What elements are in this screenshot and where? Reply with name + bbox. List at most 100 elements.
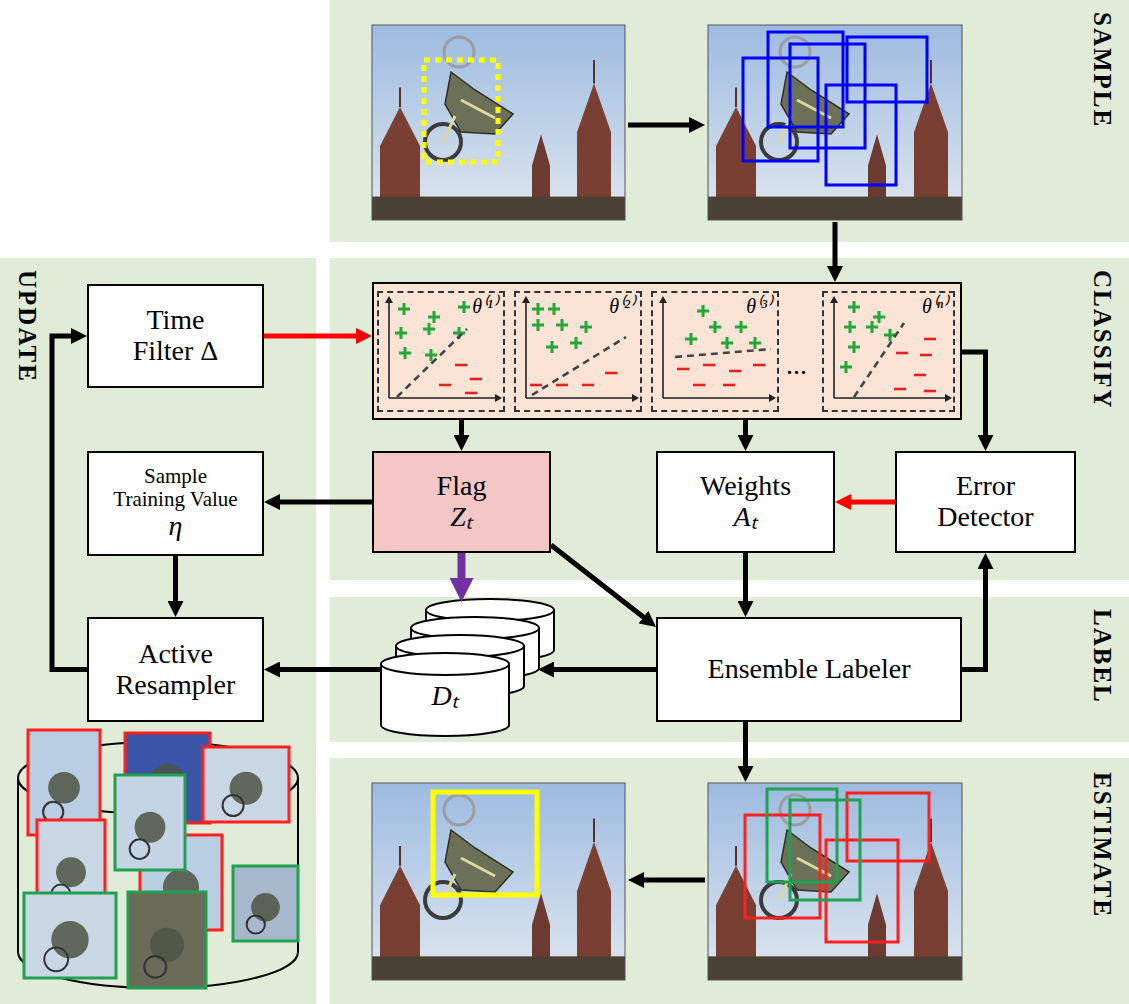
plus-sample bbox=[580, 321, 592, 333]
crop-rider bbox=[163, 869, 199, 905]
database-stack: Dₜ bbox=[380, 598, 555, 738]
plus-sample bbox=[399, 347, 411, 359]
flow-arrow bbox=[546, 667, 656, 672]
bounding-box bbox=[424, 60, 498, 162]
crop-rider bbox=[56, 857, 86, 887]
sample-crop bbox=[140, 835, 222, 930]
sky bbox=[372, 25, 625, 220]
plus-sample bbox=[884, 329, 896, 341]
wheel bbox=[425, 882, 461, 918]
stage-band: SAMPLE bbox=[330, 0, 1129, 242]
frame-border bbox=[708, 25, 962, 220]
text-holder: θ⁽²⁾ bbox=[609, 295, 635, 317]
wheel bbox=[444, 795, 474, 825]
tower-spike bbox=[593, 60, 595, 83]
bounding-box bbox=[847, 793, 929, 861]
flow-arrow bbox=[833, 222, 838, 274]
classifier-plot: θ⁽²⁾ bbox=[514, 291, 642, 412]
crop-rider bbox=[51, 921, 88, 958]
video-frame bbox=[708, 783, 962, 980]
sky bbox=[708, 783, 962, 980]
bounding-box bbox=[767, 789, 837, 882]
sample-crop bbox=[125, 733, 210, 823]
minus-sample bbox=[894, 388, 906, 391]
sample-crop bbox=[233, 866, 298, 941]
minus-sample bbox=[924, 390, 936, 393]
text-holder: Time Filter Δ bbox=[116, 305, 236, 367]
plus-sample bbox=[546, 341, 558, 353]
band-title: UPDATE bbox=[13, 270, 41, 383]
minus-sample bbox=[693, 384, 705, 387]
plus-sample bbox=[395, 327, 407, 339]
parameter-label: θ⁽²⁾ bbox=[609, 295, 635, 317]
node-text: Aₜ bbox=[700, 502, 791, 533]
flag-box: FlagZₜ bbox=[372, 451, 551, 553]
tower bbox=[577, 84, 611, 221]
crop-rider bbox=[48, 772, 80, 804]
training-pool bbox=[18, 730, 298, 988]
frame-border bbox=[708, 783, 962, 980]
rider-body bbox=[781, 830, 849, 892]
plus-sample bbox=[532, 303, 544, 315]
crop-wheel bbox=[44, 947, 68, 971]
wheel bbox=[780, 37, 810, 67]
flow-arrow bbox=[743, 420, 748, 443]
decision-boundary bbox=[532, 337, 626, 395]
node-text: Time Filter Δ bbox=[116, 305, 236, 367]
pool-top bbox=[18, 742, 298, 814]
bounding-box bbox=[826, 85, 896, 185]
pool-outline bbox=[18, 778, 298, 988]
rider-detail bbox=[443, 100, 495, 142]
plus-sample bbox=[548, 303, 560, 315]
frame-border bbox=[372, 783, 625, 980]
sample-crop bbox=[128, 892, 206, 988]
minus-sample bbox=[753, 364, 765, 367]
text-holder: ESTIMATE bbox=[1088, 772, 1116, 918]
band-title: SAMPLE bbox=[1088, 12, 1116, 128]
decision-boundary bbox=[854, 323, 904, 397]
cylinder-top bbox=[381, 653, 509, 675]
plus-sample bbox=[848, 301, 860, 313]
plus-sample bbox=[735, 321, 747, 333]
text-holder: θ⁽³⁾ bbox=[746, 295, 772, 317]
text-holder: LABEL bbox=[1088, 609, 1116, 704]
node-text: Sample Training Value bbox=[108, 465, 243, 511]
minus-sample bbox=[920, 354, 932, 357]
video-frame bbox=[372, 25, 625, 220]
band-title: ESTIMATE bbox=[1088, 772, 1116, 918]
minus-sample bbox=[439, 384, 451, 387]
band-title: LABEL bbox=[1088, 609, 1116, 704]
tower-spike bbox=[593, 818, 595, 842]
crop-wheel bbox=[51, 885, 70, 904]
crowd bbox=[708, 956, 962, 980]
tower bbox=[914, 842, 948, 980]
text-holder: Sample Training Valueη bbox=[108, 465, 243, 542]
crop-rider bbox=[251, 893, 280, 922]
sample-crop bbox=[37, 820, 105, 915]
crop-wheel bbox=[43, 802, 63, 822]
parameter-label: θ⁽³⁾ bbox=[746, 295, 772, 317]
plus-sample bbox=[685, 333, 697, 345]
text-holder: SAMPLE bbox=[1088, 12, 1116, 128]
flow-arrow bbox=[551, 545, 650, 622]
axis-arrow bbox=[659, 296, 776, 402]
crop-rider bbox=[149, 764, 186, 801]
plus-sample bbox=[709, 321, 721, 333]
minus-sample bbox=[455, 364, 467, 367]
node-text: Active Resampler bbox=[111, 639, 241, 701]
minus-sample bbox=[914, 374, 926, 377]
crop-wheel bbox=[130, 839, 150, 859]
text-holder: Error Detector bbox=[921, 471, 1051, 533]
sample-crop bbox=[115, 775, 185, 870]
minus-sample bbox=[677, 368, 689, 371]
tower bbox=[380, 866, 420, 980]
text-holder: WeightsAₜ bbox=[700, 471, 791, 533]
stage-band: CLASSIFY...θ⁽¹⁾θ⁽²⁾θ⁽³⁾θ⁽ⁿ⁾FlagZₜWeights… bbox=[330, 258, 1129, 580]
tower-spike bbox=[735, 87, 737, 107]
minus-sample bbox=[729, 370, 741, 373]
flow-arrow bbox=[459, 420, 464, 443]
bounding-box bbox=[433, 792, 537, 895]
plus-sample bbox=[458, 301, 470, 313]
process-box: WeightsAₜ bbox=[656, 451, 835, 553]
